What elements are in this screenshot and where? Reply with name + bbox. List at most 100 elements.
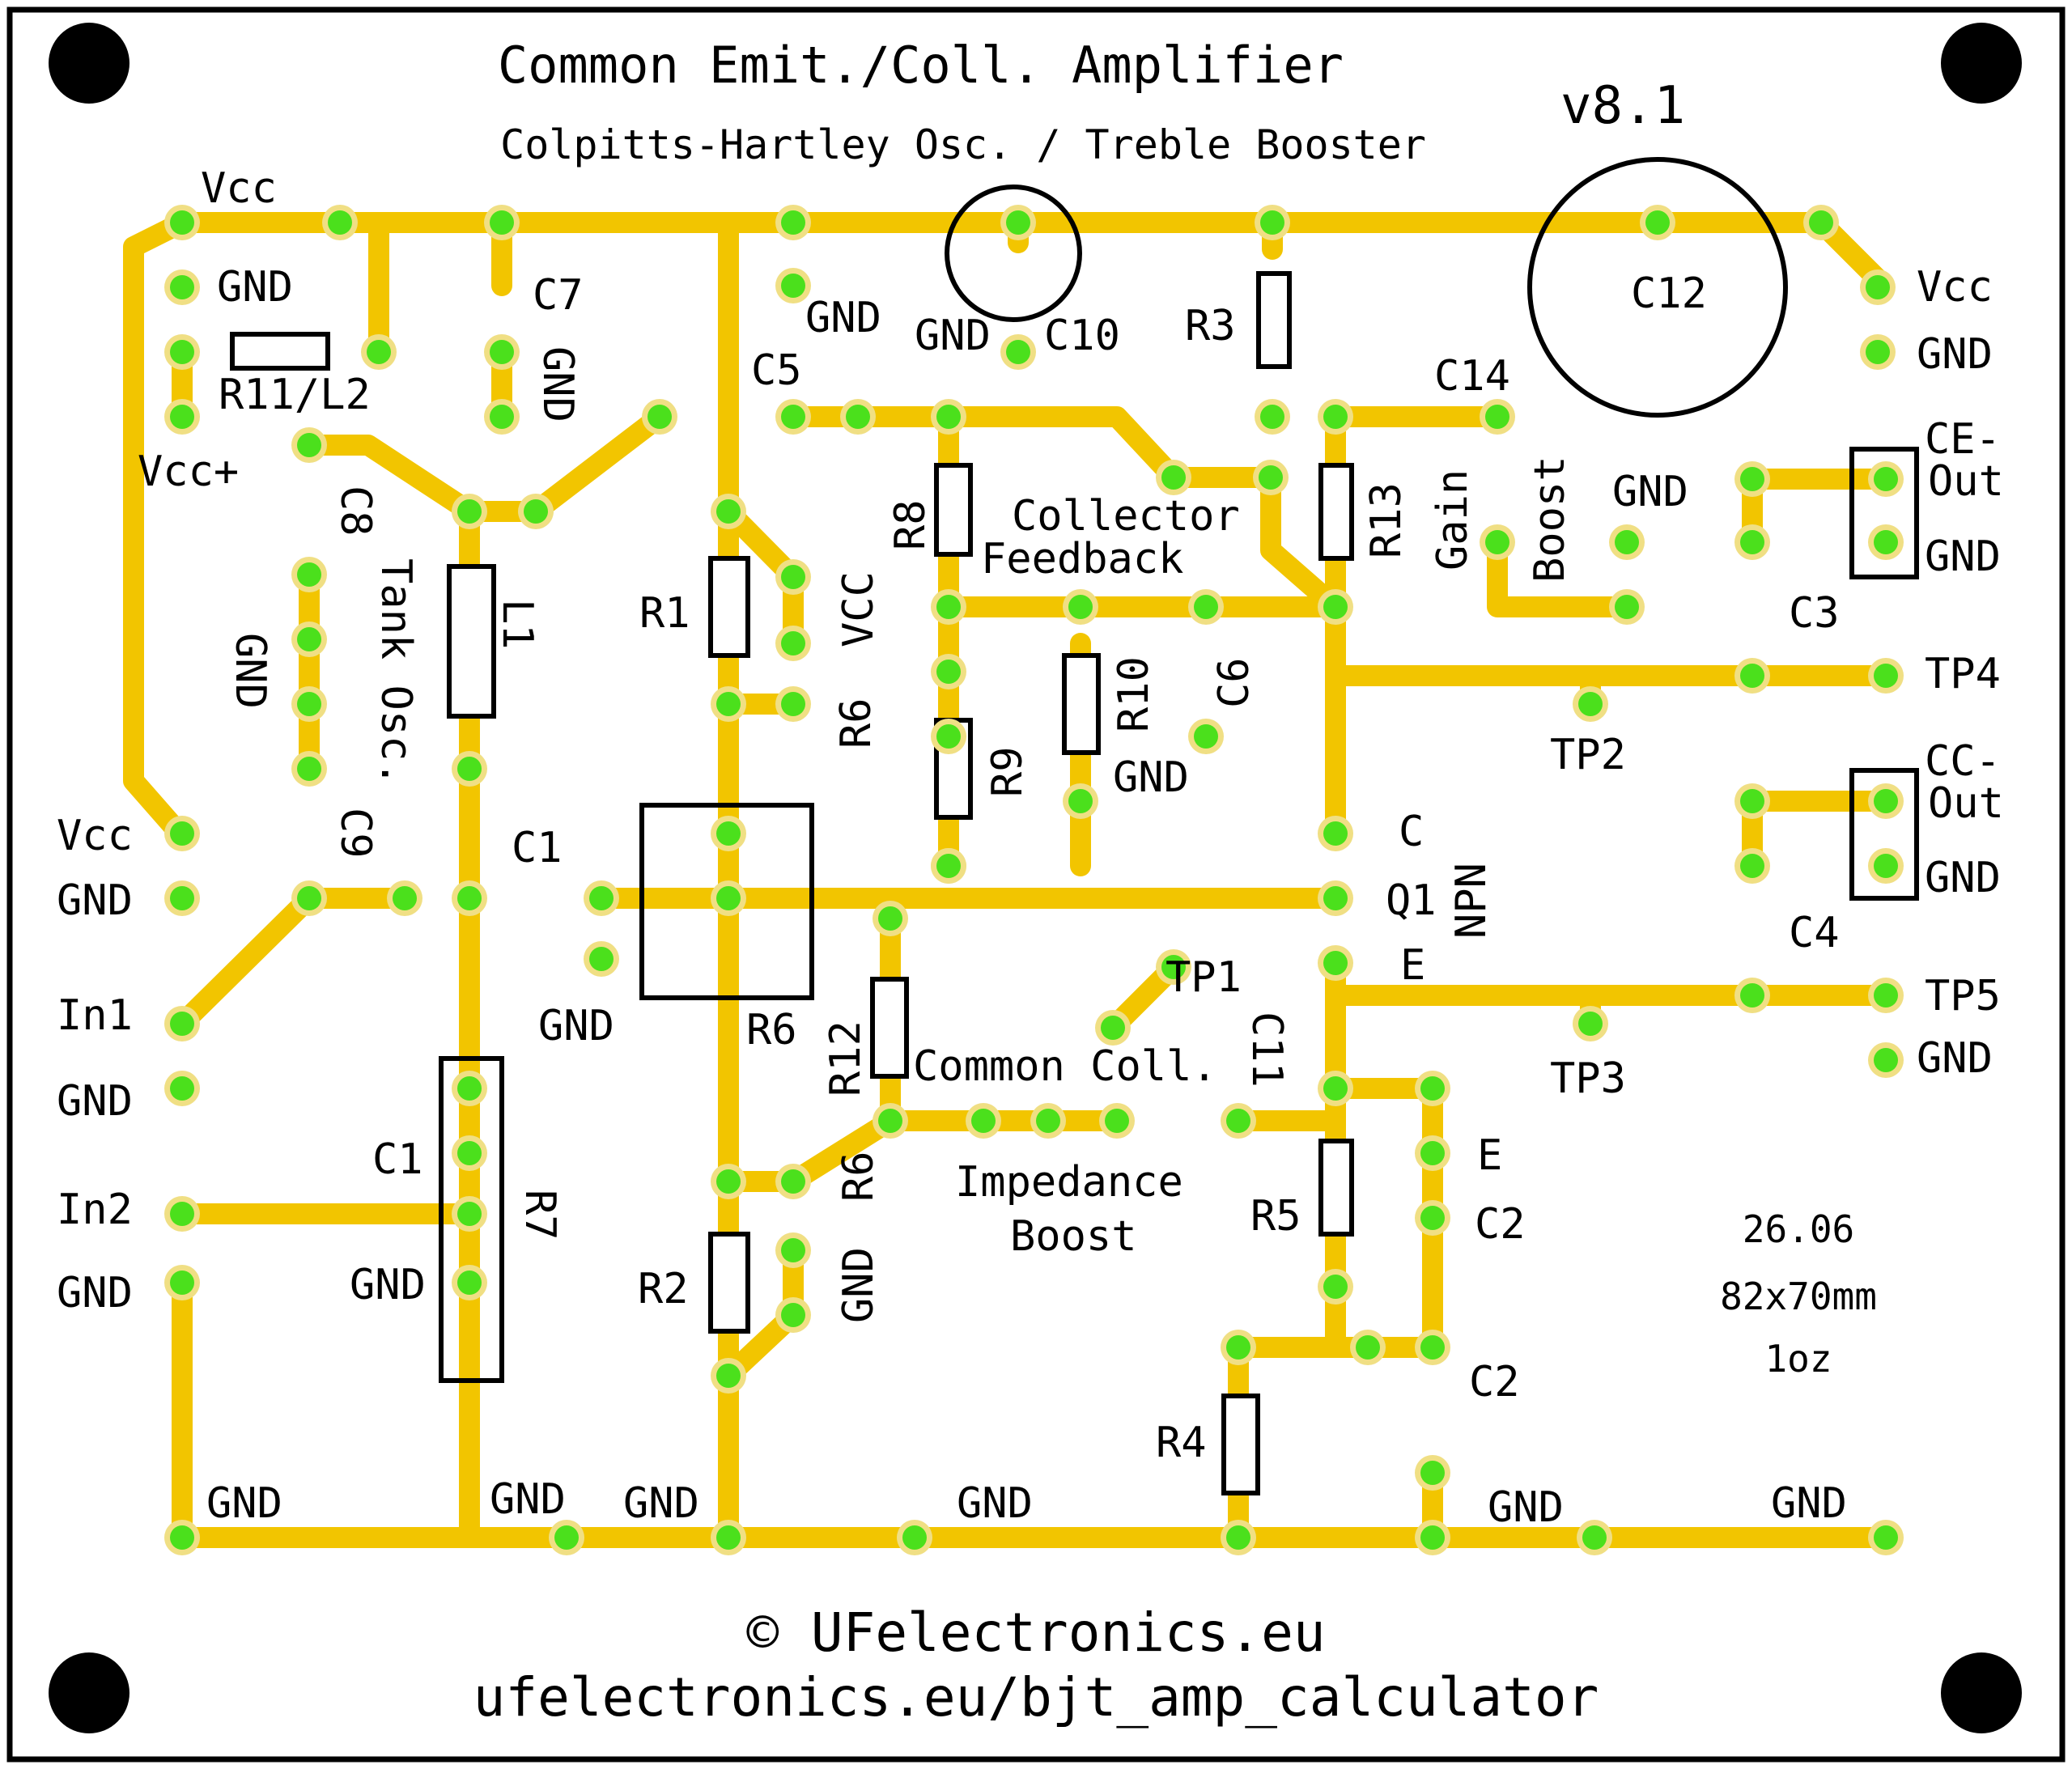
label-r10: R10 (1110, 656, 1158, 732)
label-c2-bottom: C2 (1469, 1358, 1520, 1406)
pad-center (1485, 405, 1509, 429)
pad-center (1323, 886, 1348, 910)
pad-center (297, 627, 321, 651)
label-c2-top: C2 (1475, 1200, 1526, 1249)
r2-body (708, 1232, 750, 1334)
version: v8.1 (1560, 76, 1685, 136)
label-gnd-c7: GND (533, 346, 582, 422)
r13-body (1318, 463, 1354, 561)
pad-center (1420, 1461, 1445, 1485)
pad-center (936, 595, 961, 619)
label-vcc-plus: Vcc+ (138, 448, 239, 496)
label-tank-osc: Tank Osc. (372, 558, 420, 787)
pad-center (490, 210, 514, 235)
label-tp3: TP3 (1550, 1054, 1626, 1103)
label-r13: R13 (1362, 482, 1411, 558)
pad-center (1874, 467, 1898, 491)
pad-center (781, 274, 805, 298)
label-r6-gnd: R6 (834, 1151, 883, 1202)
title: Common Emit./Coll. Amplifier (498, 36, 1344, 95)
pad-center (1101, 1016, 1125, 1040)
r8-body (934, 463, 973, 557)
pad-center (1194, 595, 1218, 619)
pad-center (781, 1169, 805, 1194)
pad-center (716, 1169, 741, 1194)
pad-center (170, 1012, 194, 1036)
c12-outline (1527, 157, 1788, 418)
pad-center (1740, 467, 1764, 491)
pad-center (170, 1202, 194, 1226)
pad-center (1323, 1076, 1348, 1101)
info-size: 82x70mm (1720, 1275, 1877, 1318)
pad-center (1809, 210, 1833, 235)
label-tp2: TP2 (1550, 731, 1626, 779)
label-gnd-right1: GND (1917, 330, 1993, 379)
pad-center (878, 906, 902, 931)
label-vcc-left: Vcc (57, 812, 133, 860)
label-vcc-vert: VCC (834, 571, 883, 647)
mounting-holes (49, 23, 2022, 1733)
pad-center (457, 1141, 482, 1165)
pad-center (297, 692, 321, 716)
info-date: 26.06 (1743, 1207, 1854, 1251)
mounting-hole-bottom-left (49, 1652, 130, 1733)
label-l1: L1 (493, 599, 541, 650)
label-ce-out-1: CE- (1925, 415, 2001, 464)
pad-center (589, 947, 614, 971)
pad-center (1874, 789, 1898, 813)
label-r4: R4 (1156, 1419, 1207, 1467)
pad-center (1006, 210, 1030, 235)
ce-out-header (1849, 447, 1919, 579)
label-tp5: TP5 (1925, 972, 2001, 1020)
pad-center (1260, 210, 1284, 235)
label-gnd-b3: GND (623, 1479, 699, 1528)
pad-center (781, 1238, 805, 1262)
label-gnd-r6-vert: GND (834, 1247, 883, 1323)
pad-center (1105, 1109, 1129, 1133)
pad-center (1874, 1048, 1898, 1072)
pad-center (297, 562, 321, 587)
pad-center (1420, 1141, 1445, 1165)
label-ce-out-2: Out (1928, 457, 2004, 506)
label-gnd-c1: GND (538, 1002, 614, 1050)
c10-outline (945, 185, 1082, 322)
pad-center (170, 1525, 194, 1550)
pad-center (781, 405, 805, 429)
pad-center (1740, 530, 1764, 554)
pad-center (716, 1525, 741, 1550)
pad-center (716, 499, 741, 524)
pad-center (524, 499, 548, 524)
cc-out-header (1849, 768, 1919, 901)
mounting-hole-bottom-right (1941, 1652, 2022, 1733)
subtitle: Colpitts-Hartley Osc. / Treble Booster (500, 121, 1426, 168)
label-r1: R1 (639, 589, 690, 638)
r4-body (1221, 1394, 1260, 1495)
pad-center (170, 821, 194, 846)
pad-center (716, 886, 741, 910)
silkscreen (230, 157, 1919, 1495)
pad-center (781, 631, 805, 655)
pad-center (716, 821, 741, 846)
label-gnd-b4: GND (957, 1479, 1033, 1528)
label-r5: R5 (1250, 1192, 1301, 1241)
pad-center (1874, 664, 1898, 688)
pad-center (1036, 1109, 1060, 1133)
pad-center (457, 499, 482, 524)
pad-center (1645, 210, 1670, 235)
pad-center (1226, 1525, 1250, 1550)
pad-center (1420, 1525, 1445, 1550)
pad-center (936, 660, 961, 684)
r10-body (1062, 653, 1101, 755)
label-gnd-b6: GND (1771, 1479, 1847, 1528)
label-r9: R9 (983, 746, 1032, 797)
pad-center (170, 1271, 194, 1295)
label-q-e: E (1400, 941, 1425, 990)
pad-center (1068, 789, 1093, 813)
pad-center (1323, 821, 1348, 846)
label-c3: C3 (1789, 589, 1840, 638)
pad-center (170, 340, 194, 364)
label-boost: Boost (1526, 456, 1574, 583)
pad-center (490, 340, 514, 364)
label-r6-box: R6 (746, 1006, 797, 1054)
pad-center (1226, 1335, 1250, 1360)
